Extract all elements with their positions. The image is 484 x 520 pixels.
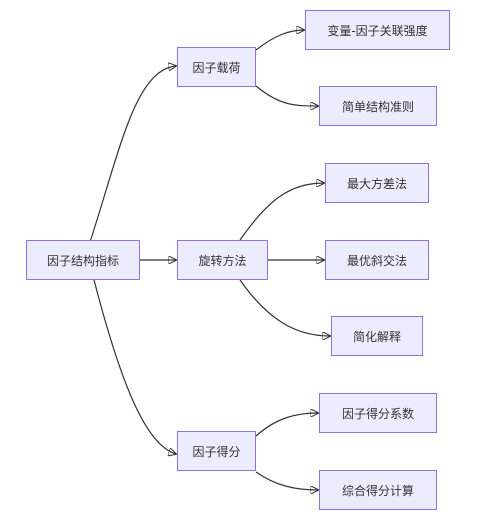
node-simplify: 简化解释 — [331, 316, 423, 356]
edge-rotation-to-simplify — [239, 279, 330, 336]
edge-score-to-score-coef — [255, 413, 318, 437]
edge-loading-to-var-factor — [255, 30, 304, 51]
node-varimax: 最大方差法 — [325, 163, 429, 203]
node-root: 因子结构指标 — [26, 240, 140, 280]
edge-root-to-loading — [89, 66, 176, 243]
node-score: 因子得分 — [177, 431, 256, 471]
node-oblique: 最优斜交法 — [325, 240, 429, 280]
edge-loading-to-simple-structure — [255, 85, 318, 106]
node-var-factor: 变量-因子关联强度 — [305, 10, 450, 50]
node-rotation: 旋转方法 — [177, 240, 268, 280]
node-loading: 因子载荷 — [177, 47, 256, 87]
edge-rotation-to-varimax — [239, 183, 324, 241]
edge-score-to-composite — [255, 471, 318, 490]
node-composite: 综合得分计算 — [319, 470, 437, 510]
node-score-coef: 因子得分系数 — [319, 393, 437, 433]
node-simple-structure: 简单结构准则 — [319, 86, 437, 126]
edge-root-to-score — [93, 279, 176, 454]
